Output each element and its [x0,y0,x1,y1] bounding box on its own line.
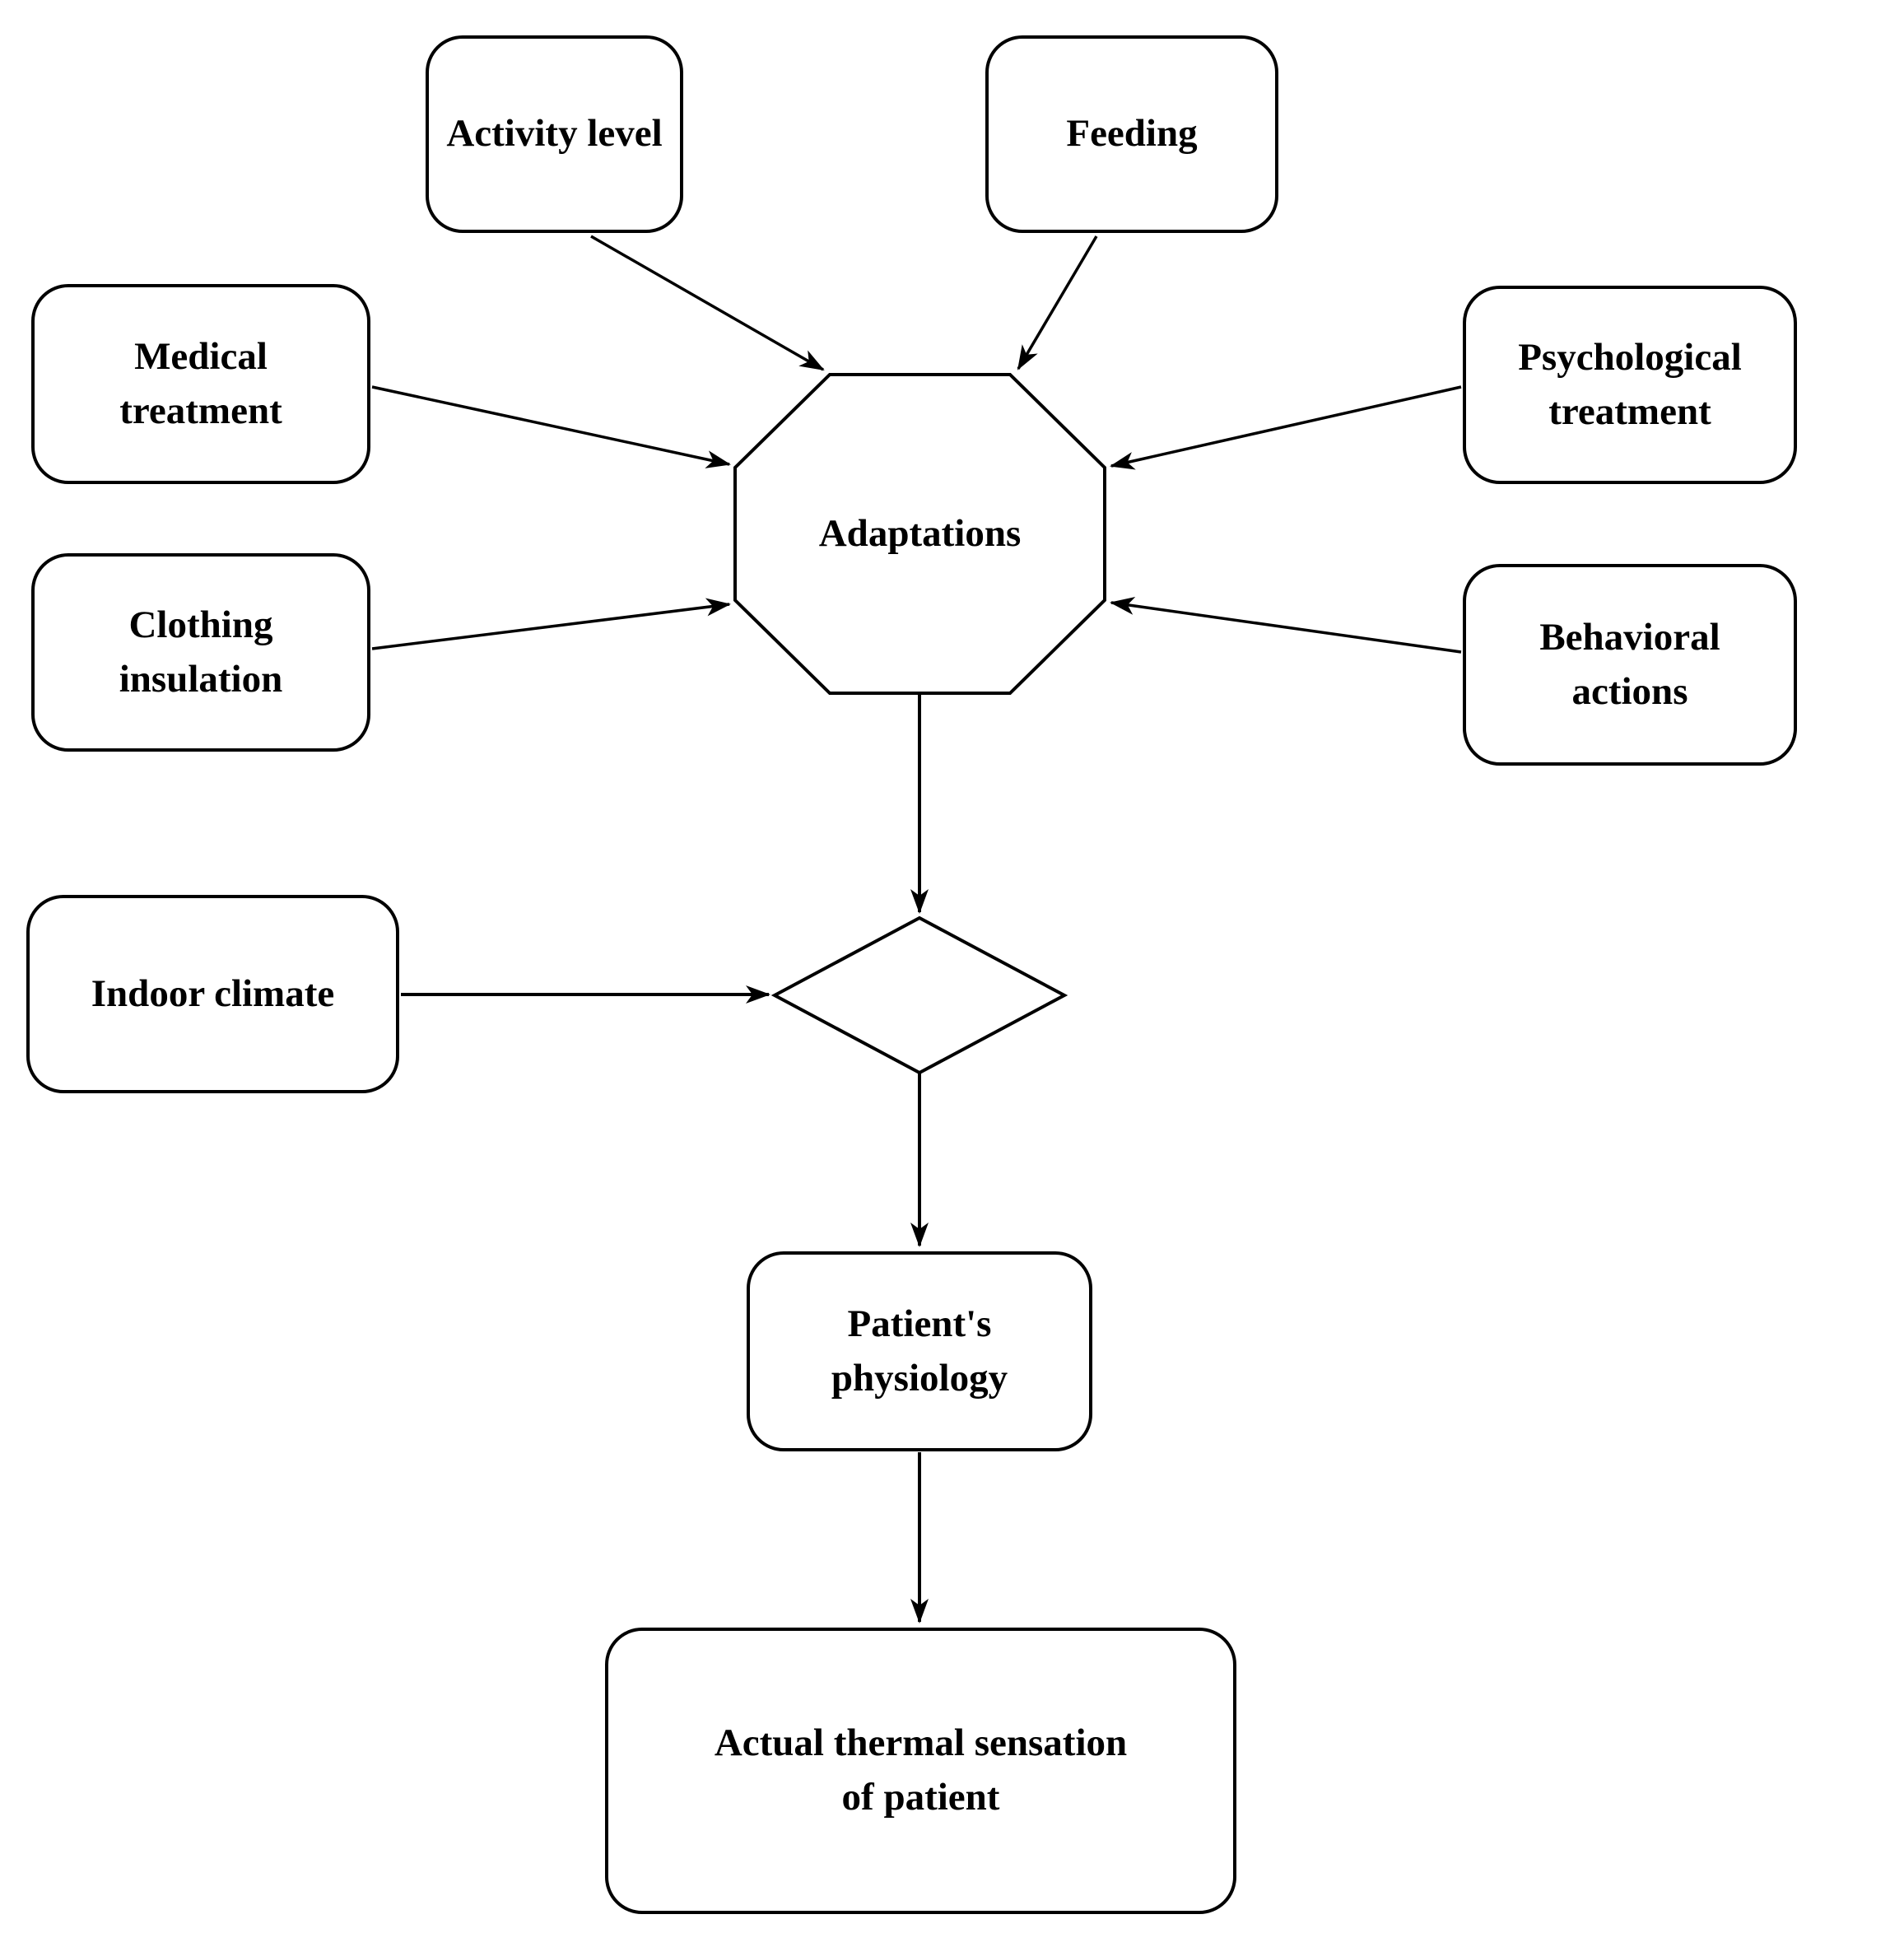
adaptations-octagon [733,373,1106,695]
node-indoor-climate-label: Indoor climate [91,971,335,1015]
node-feeding: Feeding [985,35,1278,233]
edge-activity-level-to-adaptations [590,235,825,371]
node-medical-treatment-label: Medical treatment [119,334,282,432]
node-patients-physiology-label: Patient's physiology [831,1302,1008,1400]
node-feeding-label: Feeding [1066,112,1198,156]
edge-behavioral-actions-to-adaptations [1110,597,1462,654]
edge-clothing-insulation-to-adaptations [371,598,731,650]
node-psychological-treatment: Psychological treatment [1463,286,1797,484]
node-activity-level-label: Activity level [446,112,663,156]
edge-psychological-treatment-to-adaptations [1110,385,1462,470]
node-actual-thermal-sensation: Actual thermal sensation of patient [605,1628,1236,1914]
node-psychological-treatment-label: Psychological treatment [1518,335,1742,433]
node-actual-thermal-sensation-label: Actual thermal sensation of patient [714,1721,1128,1819]
node-clothing-insulation-label: Clothing insulation [119,603,283,701]
decision-diamond [770,915,1068,1075]
node-clothing-insulation: Clothing insulation [31,553,370,752]
node-behavioral-actions-label: Behavioral actions [1539,615,1720,713]
node-medical-treatment: Medical treatment [31,284,370,484]
edge-medical-treatment-to-adaptations [371,385,731,468]
edge-feeding-to-adaptations [1017,235,1098,370]
node-indoor-climate: Indoor climate [26,895,399,1093]
node-patients-physiology: Patient's physiology [747,1251,1092,1451]
node-behavioral-actions: Behavioral actions [1463,564,1797,766]
node-activity-level: Activity level [426,35,683,233]
